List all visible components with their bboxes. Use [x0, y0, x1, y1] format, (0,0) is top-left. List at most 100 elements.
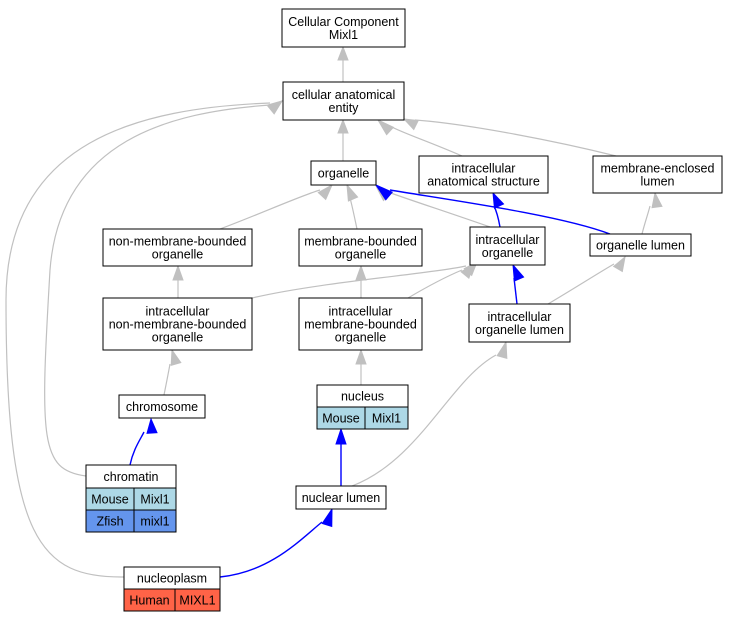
edge-line [387, 191, 491, 228]
node-label-line: organelle [482, 246, 533, 260]
node-label-line: intracellular [452, 162, 516, 176]
node-label-line: organelle lumen [596, 239, 685, 253]
edges-layer [5, 45, 663, 578]
edge-line [641, 205, 651, 235]
edge-chromosome-to-intracellular-non-membrane-bounded-organelle [163, 348, 182, 396]
edge-membrane-bounded-organelle-to-organelle [346, 183, 359, 230]
node-label-line: cellular anatomical [292, 88, 396, 102]
node-intracellular-non-membrane-bounded-organelle[interactable]: intracellularnon-membrane-boundedorganel… [102, 297, 253, 351]
edge-membrane-enclosed-lumen-to-cellular-anatomical-entity [402, 118, 617, 157]
arrow-head [317, 183, 334, 201]
arrow-head [612, 255, 626, 273]
node-box [102, 297, 253, 351]
arrow-head [346, 183, 359, 202]
edge-line [219, 521, 323, 578]
arrow-head [402, 118, 420, 131]
gene-cell [174, 588, 221, 612]
node-box [589, 233, 692, 257]
edge-organelle-lumen-to-organelle [374, 183, 611, 235]
node-label-line: membrane-bounded [304, 318, 417, 332]
arrow-head [651, 191, 663, 209]
edge-nucleoplasm-to-nuclear-lumen [219, 507, 333, 578]
edge-non-membrane-bounded-organelle-to-organelle [219, 183, 334, 230]
node-chromosome[interactable]: chromosome [118, 394, 206, 419]
arrow-head [374, 183, 394, 201]
arrow-head [337, 118, 349, 134]
node-label-line: chromatin [104, 470, 159, 484]
node-nuclear-lumen[interactable]: nuclear lumen [295, 485, 387, 510]
node-label-line: lumen [640, 175, 674, 189]
arrow-head [321, 507, 333, 528]
node-label-line: non-membrane-bounded [109, 318, 247, 332]
edge-line [414, 119, 617, 157]
node-organelle-lumen[interactable]: organelle lumen [589, 233, 692, 257]
node-box [468, 303, 571, 343]
node-label-line: intracellular [488, 310, 552, 324]
edge-line [389, 125, 463, 157]
edge-nucleoplasm-to-cellular-anatomical-entity [5, 100, 284, 578]
arrow-head [146, 417, 158, 434]
edge-nuclear-lumen-to-intracellular-organelle-lumen [351, 340, 508, 487]
node-label-line: organelle [152, 248, 203, 262]
gene-cell [133, 509, 177, 533]
arrow-head [172, 264, 184, 281]
node-label-line: non-membrane-bounded [109, 235, 247, 249]
node-box [298, 228, 423, 267]
edge-line [389, 189, 611, 235]
arrow-head [355, 348, 367, 365]
edge-line [129, 431, 145, 466]
node-box [469, 226, 546, 266]
edge-nucleus-to-intracellular-membrane-bounded-organelle [355, 348, 367, 385]
node-label-line: organelle lumen [475, 323, 564, 337]
node-box [418, 155, 549, 194]
node-label-line: intracellular [476, 233, 540, 247]
node-label-line: nucleoplasm [137, 572, 207, 586]
arrow-head [267, 100, 284, 114]
arrow-head [512, 263, 525, 282]
species-label: Mouse [91, 493, 129, 507]
edge-organelle-to-cellular-anatomical-entity [337, 118, 349, 161]
arrow-head [496, 340, 508, 359]
edge-chromatin-to-cellular-anatomical-entity [44, 100, 284, 477]
edge-line [251, 265, 467, 299]
edge-line [5, 102, 271, 578]
gene-cell [364, 406, 409, 430]
node-organelle[interactable]: organelle [310, 160, 377, 186]
node-label-line: organelle [335, 248, 386, 262]
arrow-head [376, 118, 395, 136]
node-label-line: chromosome [126, 400, 198, 414]
edge-line [513, 277, 518, 305]
gene-label: mixl1 [140, 515, 169, 529]
edge-chromatin-to-chromosome [129, 417, 158, 466]
arrow-head [170, 348, 182, 367]
species-label: Human [129, 594, 169, 608]
arrow-head [492, 191, 505, 209]
edge-line [407, 269, 463, 299]
node-box [102, 228, 253, 267]
edge-intracellular-membrane-bounded-organelle-to-membrane-bounded-organelle [355, 264, 367, 298]
node-box [310, 160, 377, 186]
edge-line [163, 363, 171, 396]
node-box [295, 485, 387, 510]
node-label-line: organelle [152, 331, 203, 345]
edge-intracellular-organelle-lumen-to-intracellular-organelle [512, 263, 525, 305]
edge-line [493, 205, 501, 228]
node-label-line: nuclear lumen [302, 491, 381, 505]
node-label-line: anatomical structure [427, 175, 540, 189]
edge-nuclear-lumen-to-nucleus [335, 427, 347, 486]
gene-label: Mixl1 [140, 493, 169, 507]
